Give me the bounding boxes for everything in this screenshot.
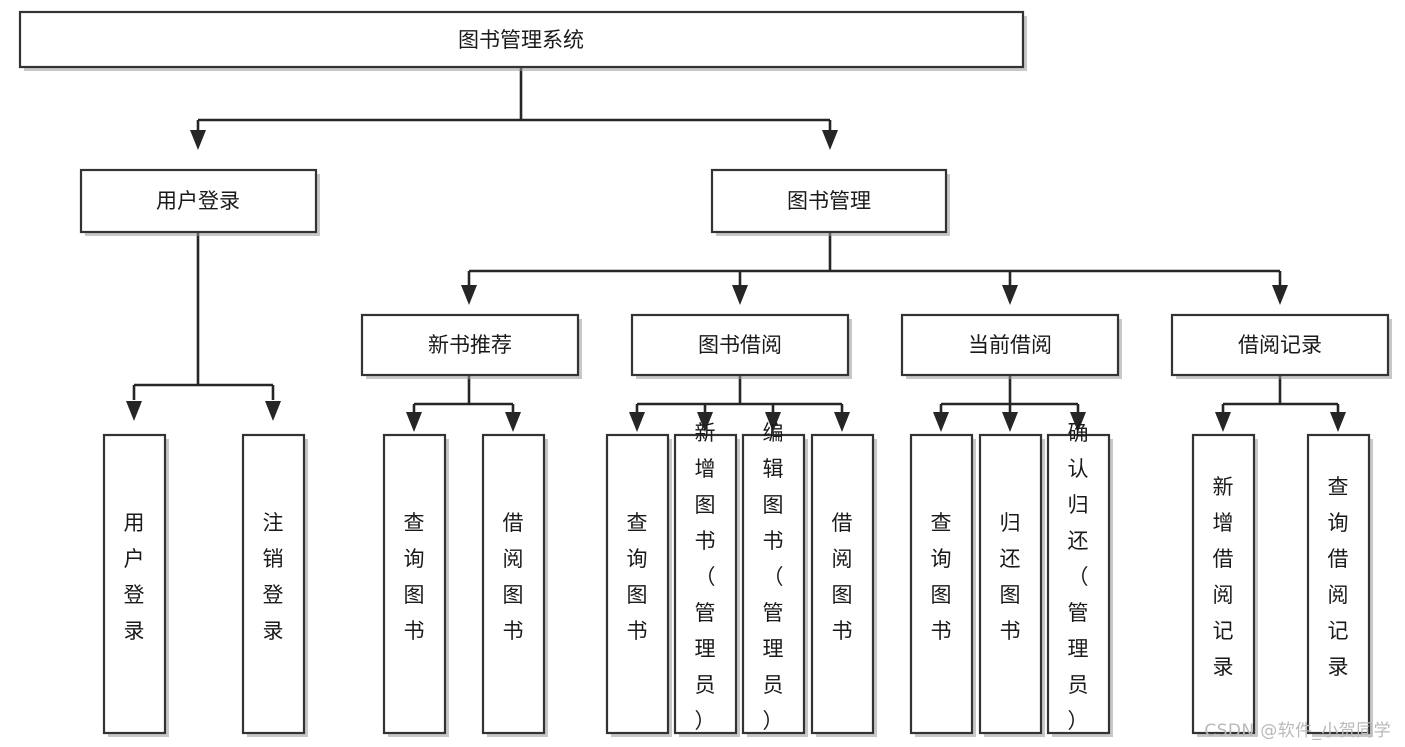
user-login-box [79,168,318,234]
node-leaf-borrow-book-1[interactable]: 借阅图书 [481,433,548,737]
arrow-to-user-login [190,130,206,150]
leaf-query-book-1-label: 查询图书 [404,511,425,643]
borrow-record-label: 借阅记录 [1238,333,1322,357]
leaf-logout-login-label: 注销登录 [263,511,284,643]
node-leaf-add-record[interactable]: 新增借阅记录 [1191,433,1258,737]
book-borrow-box [630,313,850,377]
current-borrow-box [900,313,1120,377]
arrow-to-leaf-query-book-3 [933,412,949,432]
connector-layer [126,67,1346,432]
arrow-to-leaf-borrow-book-2 [834,412,850,432]
root-box [18,10,1025,69]
arrow-to-book-borrow [732,285,748,305]
leaf-add-record-box [1191,433,1256,735]
book-management-box [710,168,948,234]
node-current-borrow[interactable]: 当前借阅 [900,313,1122,379]
leaf-edit-book-label: 编辑图书（管理员） [763,421,784,733]
node-leaf-add-book[interactable]: 新增图书（管理员） [673,421,740,737]
leaf-add-book-label: 新增图书（管理员） [695,421,716,733]
node-new-book-recommend[interactable]: 新书推荐 [360,313,582,379]
node-book-borrow[interactable]: 图书借阅 [630,313,852,379]
node-leaf-query-book-2[interactable]: 查询图书 [605,433,672,737]
node-leaf-edit-book[interactable]: 编辑图书（管理员） [741,421,808,737]
root-label: 图书管理系统 [458,28,584,52]
arrow-to-leaf-query-book-1 [406,412,422,432]
node-leaf-user-login[interactable]: 用户登录 [102,433,169,737]
arrow-to-leaf-return-book [1002,412,1018,432]
leaf-confirm-return-label: 确认归还（管理员） [1068,421,1089,733]
node-borrow-record[interactable]: 借阅记录 [1170,313,1392,379]
leaf-borrow-book-2-label: 借阅图书 [832,511,853,643]
leaf-user-login-box [102,433,167,735]
leaf-logout-login-box [241,433,306,735]
node-leaf-return-book[interactable]: 归还图书 [978,433,1045,737]
arrow-to-leaf-add-record [1215,412,1231,432]
borrow-record-box [1170,313,1390,377]
leaf-return-book-box [978,433,1043,735]
leaf-edit-book-box [741,433,806,735]
leaf-borrow-book-2-box [810,433,875,735]
leaf-query-book-3-label: 查询图书 [931,511,952,643]
leaf-return-book-label: 归还图书 [1000,511,1021,643]
leaf-query-record-label: 查询借阅记录 [1328,475,1349,679]
book-management-label: 图书管理 [787,189,871,213]
node-book-management[interactable]: 图书管理 [710,168,950,236]
node-root-book-management-system[interactable]: 图书管理系统 [18,10,1027,71]
node-leaf-confirm-return[interactable]: 确认归还（管理员） [1046,421,1113,737]
leaf-add-record-label: 新增借阅记录 [1213,475,1234,679]
leaf-query-book-2-box [605,433,670,735]
new-book-recommend-box [360,313,580,377]
arrow-to-borrow-record [1272,285,1288,305]
book-borrow-label: 图书借阅 [698,333,782,357]
leaf-add-book-box [673,433,738,735]
arrow-to-leaf-query-book-2 [629,412,645,432]
leaf-query-book-1-box [382,433,447,735]
csdn-watermark: CSDN @软件_小贺同学 [1204,721,1391,741]
node-leaf-query-book-3[interactable]: 查询图书 [909,433,976,737]
arrow-to-current-borrow [1002,285,1018,305]
arrow-to-leaf-user-login [126,401,142,421]
leaf-layer: 用户登录 注销登录 查询图书 借阅图书 查询图书 [102,421,1373,737]
node-leaf-borrow-book-2[interactable]: 借阅图书 [810,433,877,737]
node-leaf-query-book-1[interactable]: 查询图书 [382,433,449,737]
node-leaf-logout-login[interactable]: 注销登录 [241,433,308,737]
arrow-to-leaf-borrow-book-1 [505,412,521,432]
user-login-label: 用户登录 [156,189,240,213]
leaf-confirm-return-box [1046,433,1111,735]
current-borrow-label: 当前借阅 [968,333,1052,357]
arrow-to-leaf-query-record [1330,412,1346,432]
arrow-to-new-book-recommend [461,285,477,305]
arrow-to-book-management [822,130,838,150]
leaf-query-record-box [1306,433,1371,735]
node-user-login[interactable]: 用户登录 [79,168,320,236]
leaf-user-login-label: 用户登录 [124,511,145,643]
arrow-to-leaf-logout-login [265,401,281,421]
leaf-borrow-book-1-box [481,433,546,735]
leaf-borrow-book-1-label: 借阅图书 [503,511,524,643]
leaf-query-book-2-label: 查询图书 [627,511,648,643]
new-book-recommend-label: 新书推荐 [428,333,512,357]
node-leaf-query-record[interactable]: 查询借阅记录 [1306,433,1373,737]
leaf-query-book-3-box [909,433,974,735]
